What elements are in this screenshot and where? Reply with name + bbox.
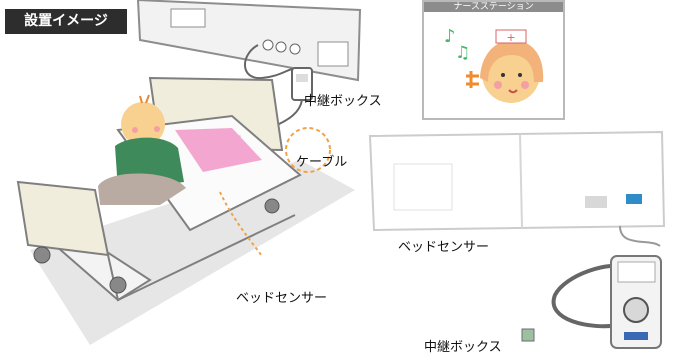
relay-box-product xyxy=(521,255,662,349)
wall-panel xyxy=(136,0,362,82)
svg-text:♪: ♪ xyxy=(444,26,456,47)
relay-box-label-bottom: 中継ボックス xyxy=(424,340,502,355)
nurse-station-banner: ナースステーション xyxy=(424,2,563,12)
sensor-mat xyxy=(175,128,262,172)
svg-text:+: + xyxy=(506,31,515,44)
cable-callout-circle xyxy=(285,127,331,173)
bed-sensor-label-bottom: ベッドセンサー xyxy=(236,291,328,306)
sensor-callout-line xyxy=(219,191,263,257)
svg-text:♫: ♫ xyxy=(455,43,470,63)
relay-box-label-top: 中継ボックス xyxy=(304,94,382,109)
section-title: 設置イメージ xyxy=(5,9,127,34)
patient xyxy=(98,94,186,205)
bed-sensor-label-right: ベッドセンサー xyxy=(398,240,490,255)
cable-label: ケーブル xyxy=(296,155,348,170)
nurse-station-card: ナースステーション + ♪ ♫ xyxy=(422,0,565,120)
nurse-illustration: + ♪ ♫ xyxy=(444,26,544,103)
bed-sensor-product xyxy=(368,130,666,247)
